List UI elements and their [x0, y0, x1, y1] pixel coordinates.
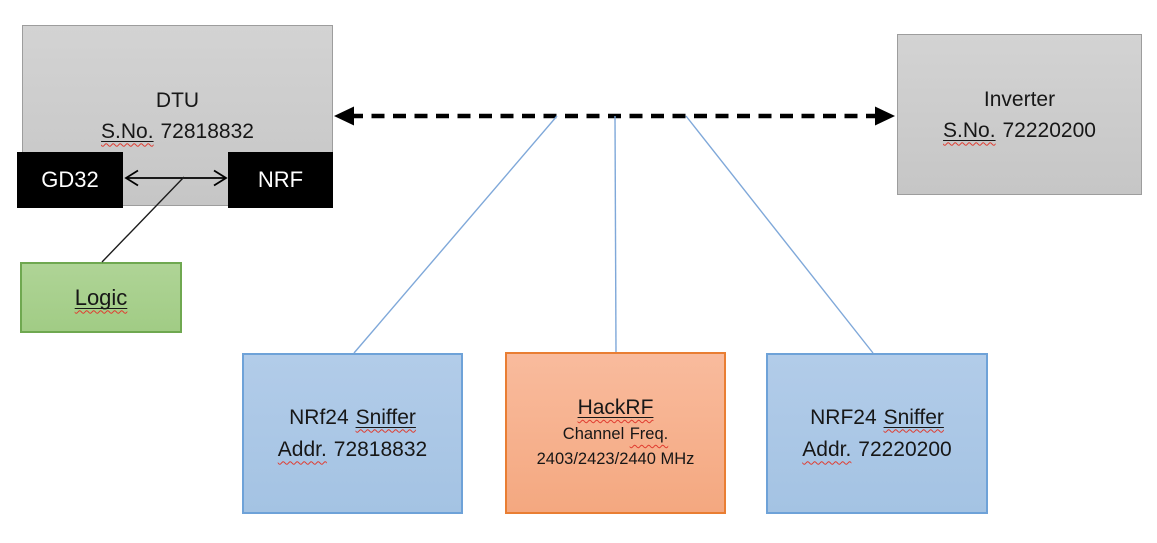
sniffer-right-title-prefix: NRF24 — [810, 405, 877, 429]
arrowhead-right-icon — [875, 106, 895, 126]
sniffer-left-addr-value: 72818832 — [333, 437, 428, 461]
sniffer-left-title-prefix: NRf24 — [289, 405, 349, 429]
sniffer-right-box[interactable]: NRF24 Sniffer Addr. 72220200 — [766, 353, 988, 514]
sniffer-right-title-word-squiggle: Sniffer — [884, 406, 944, 429]
hackrf-title: HackRF — [577, 396, 654, 419]
logic-box[interactable]: Logic — [20, 262, 182, 333]
sniffer-left-box[interactable]: NRf24 Sniffer Addr. 72818832 — [242, 353, 463, 514]
sniffer-right-title: NRF24 Sniffer — [810, 402, 944, 434]
gd32-box[interactable]: GD32 — [17, 152, 123, 208]
logic-label-squiggle: Logic — [75, 285, 128, 311]
sniffer-left-title: NRf24 Sniffer — [289, 402, 416, 434]
logic-label: Logic — [74, 284, 128, 310]
arrowhead-left-icon — [334, 106, 354, 126]
gd32-label: GD32 — [41, 167, 99, 192]
sniffer-left-title-word: Sniffer — [355, 405, 416, 429]
hackrf-freq-word: Freq. — [629, 425, 669, 443]
sniffer-left-addr-label: Addr. — [277, 437, 327, 461]
hackrf-connector-line — [614, 115, 617, 353]
sniffer-right-addr-value: 72220200 — [858, 437, 952, 461]
hackrf-freq-word-squiggle: Freq. — [630, 425, 669, 443]
dtu-serial-label: S.No. — [101, 119, 154, 143]
inverter-title: Inverter — [983, 87, 1056, 111]
sniffer-left-addr-line: Addr. 72818832 — [278, 434, 427, 466]
dtu-serial-line: S.No. 72818832 — [101, 116, 254, 147]
dtu-serial-label-squiggle: S.No. — [101, 120, 154, 143]
sniffer-right-addr-line: Addr. 72220200 — [802, 434, 951, 466]
sniffer-right-title-word: Sniffer — [883, 405, 944, 429]
inverter-serial-value: 72220200 — [1002, 118, 1096, 142]
nrf-box[interactable]: NRF — [228, 152, 333, 208]
inverter-box[interactable]: Inverter S.No. 72220200 — [897, 34, 1142, 195]
hackrf-channel-prefix: Channel — [562, 425, 625, 443]
dtu-serial-value: 72818832 — [160, 119, 254, 143]
hackrf-frequencies: 2403/2423/2440 MHz — [536, 450, 695, 468]
nrf-label: NRF — [257, 167, 304, 192]
sniffer-right-connector-line — [685, 115, 874, 354]
hackrf-title-line: HackRF — [578, 394, 654, 422]
inverter-serial-label: S.No. — [943, 118, 996, 142]
hackrf-box[interactable]: HackRF Channel Freq. 2403/2423/2440 MHz — [505, 352, 726, 514]
hackrf-channel-line: Channel Freq. — [563, 422, 668, 447]
hackrf-title-squiggle: HackRF — [578, 396, 654, 419]
sniffer-left-addr-label-squiggle: Addr. — [278, 438, 327, 461]
sniffer-left-title-word-squiggle: Sniffer — [356, 406, 416, 429]
sniffer-right-addr-label-squiggle: Addr. — [802, 438, 851, 461]
inverter-serial-line: S.No. 72220200 — [943, 115, 1096, 146]
sniffer-left-connector-line — [353, 115, 558, 354]
dashed-double-arrow — [334, 106, 895, 126]
inverter-serial-label-squiggle: S.No. — [943, 119, 996, 142]
sniffer-right-addr-label: Addr. — [802, 437, 852, 461]
dtu-title: DTU — [155, 88, 200, 112]
